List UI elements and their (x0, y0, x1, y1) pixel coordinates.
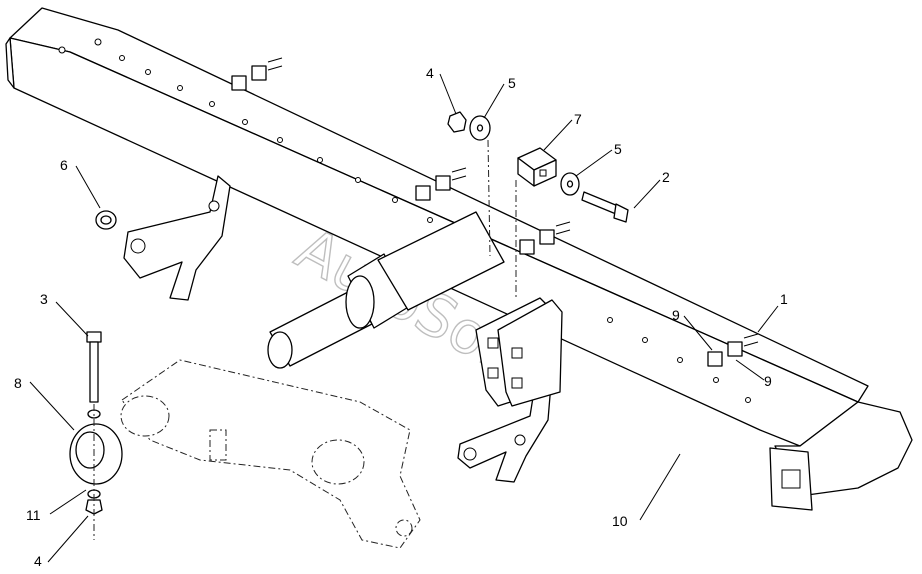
callout-5a: 5 (508, 75, 516, 91)
callout-5b: 5 (614, 141, 622, 157)
callout-4b: 4 (34, 553, 42, 569)
callout-8: 8 (14, 375, 22, 391)
hitch-receiver-plates (475, 297, 563, 407)
clamp-group-1 (231, 57, 283, 91)
callout-leaders (29, 73, 779, 563)
callout-7: 7 (574, 111, 582, 127)
callout-6: 6 (60, 157, 68, 173)
vehicle-frame-ghost (120, 359, 421, 549)
callout-1: 1 (780, 291, 788, 307)
sleeve (95, 210, 117, 230)
callout-10: 10 (612, 513, 628, 529)
clamp-group-4 (707, 333, 759, 367)
spacer-block (515, 147, 557, 298)
tow-pin (267, 211, 505, 369)
washer-and-bolt-right (560, 172, 629, 223)
callout-labels: 1 2 3 4 4 5 5 6 7 8 9 9 10 11 (14, 65, 788, 569)
callout-3: 3 (40, 291, 48, 307)
long-bolt (85, 331, 103, 540)
callout-9b: 9 (764, 373, 772, 389)
callout-9a: 9 (672, 307, 680, 323)
clamp-group-2 (415, 167, 467, 201)
left-mounting-bracket (123, 175, 231, 301)
callout-11: 11 (26, 507, 41, 523)
callout-2: 2 (662, 169, 670, 185)
callout-4a: 4 (426, 65, 434, 81)
clamp-group-3 (519, 221, 571, 255)
spacer-ring (69, 423, 123, 485)
nut-and-washer-top (447, 111, 491, 257)
